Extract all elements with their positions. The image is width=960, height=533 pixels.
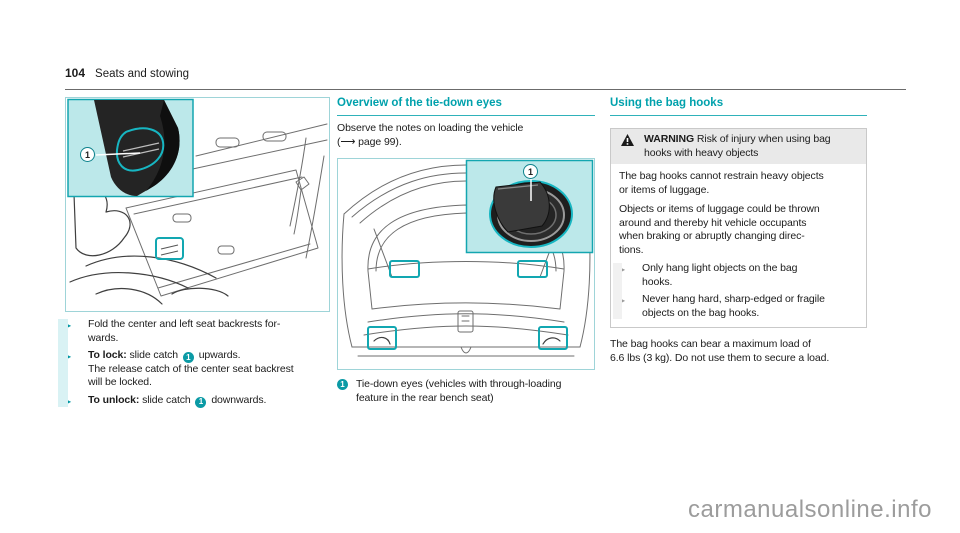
step-text-pre: slide catch (129, 349, 179, 361)
page-number: 104 (65, 66, 86, 80)
list-item: ▶ To unlock: slide catch 1 downwards. (65, 394, 330, 409)
step-text: Never hang hard, sharp-edged or fragile … (642, 293, 825, 319)
list-item: ▶ Never hang hard, sharp-edged or fragil… (619, 293, 858, 320)
marker-1-badge: 1 (195, 396, 207, 408)
list-item: ▶ Only hang light objects on the bag hoo… (619, 262, 858, 289)
step-text: To unlock: slide catch 1 downwards. (88, 394, 330, 409)
bullet-arrow-icon: ▶ (65, 396, 72, 406)
seat-backrest-line-art (67, 98, 328, 305)
caption-text: Tie-down eyes (vehicles with through-loa… (356, 378, 562, 404)
heading-bag-hooks: Using the bag hooks (610, 97, 867, 116)
catch-detail (160, 244, 179, 256)
warning-body: The bag hooks cannot restrain heavy obje… (611, 170, 866, 327)
step-text: Only hang light objects on the bag hooks… (642, 262, 798, 288)
bullet-arrow-icon: ▶ (619, 265, 626, 274)
section-title: Seats and stowing (95, 68, 190, 80)
figure-caption: 1 Tie-down eyes (vehicles with through-l… (337, 378, 595, 405)
watermark: carmanualsonline.info (688, 496, 932, 523)
warning-header: WARNING Risk of injury when using bag ho… (611, 129, 866, 164)
step-text-post: upwards. (198, 349, 241, 361)
warning-title: WARNING Risk of injury when using bag ho… (644, 133, 831, 160)
figure-trunk-tie-down-eyes: 1 (337, 158, 595, 370)
tie-down-hook-marks (373, 336, 561, 345)
marker-1-badge: 1 (337, 379, 348, 390)
max-load-note: The bag hooks can bear a maximum load of… (610, 338, 830, 364)
intro-text: Observe the notes on loading the vehicle… (337, 122, 524, 148)
bullet-arrow-icon: ▶ (65, 321, 72, 330)
warning-paragraph: Objects or items of luggage could be thr… (619, 203, 820, 256)
list-item: ▶ Fold the center and left seat backrest… (65, 318, 330, 345)
warning-label: WARNING (644, 133, 695, 145)
column-tie-down-eyes: Overview of the tie-down eyes Observe th… (337, 97, 595, 405)
step-text-post: downwards. (211, 393, 267, 406)
trunk-line-art (341, 159, 594, 357)
figure-seat-backrest-catch: 1 (65, 97, 330, 312)
column-seat-backrests: 1 ▶ Fold the center and left seat backre… (58, 97, 330, 409)
step-bold-label: To unlock: (88, 393, 140, 406)
bullet-arrow-icon: ▶ (65, 352, 72, 361)
catch-highlight-box (155, 237, 184, 260)
change-bar (58, 319, 68, 408)
page-header: 104 Seats and stowing (65, 64, 906, 90)
column-bag-hooks: Using the bag hooks WARNING Risk of inju… (610, 97, 867, 365)
step-bold-label: To lock: (88, 349, 127, 361)
change-bar (613, 263, 622, 319)
step-text: To lock: slide catch 1 upwards. The rele… (88, 349, 330, 390)
seat-bolsters-drawing (69, 188, 229, 305)
warning-box: WARNING Risk of injury when using bag ho… (610, 128, 867, 328)
warning-triangle-icon (621, 134, 634, 146)
tie-down-eye-highlights (367, 260, 568, 350)
folded-seats-drawing (125, 123, 328, 297)
warning-paragraph: The bag hooks cannot restrain heavy obje… (619, 170, 824, 196)
bullet-arrow-icon: ▶ (619, 296, 626, 305)
step-text: Fold the center and left seat backrests … (88, 318, 281, 344)
list-item: ▶ To lock: slide catch 1 upwards. The re… (65, 349, 330, 390)
warning-steps: ▶ Only hang light objects on the bag hoo… (613, 262, 858, 320)
callout-1-tie-down-eye: 1 (523, 164, 538, 179)
step-text-pre: slide catch (142, 393, 191, 406)
tie-down-eye-inset-magnifier (465, 159, 594, 254)
marker-1-badge: 1 (182, 351, 194, 363)
callout-1-catch: 1 (80, 147, 95, 162)
heading-tie-down-eyes: Overview of the tie-down eyes (337, 97, 595, 116)
step-detail: The release catch of the center seat bac… (88, 362, 294, 389)
seat-backrest-steps: ▶ Fold the center and left seat backrest… (58, 318, 330, 409)
warning-title-text: Risk of injury when using bag hooks with… (644, 133, 831, 159)
